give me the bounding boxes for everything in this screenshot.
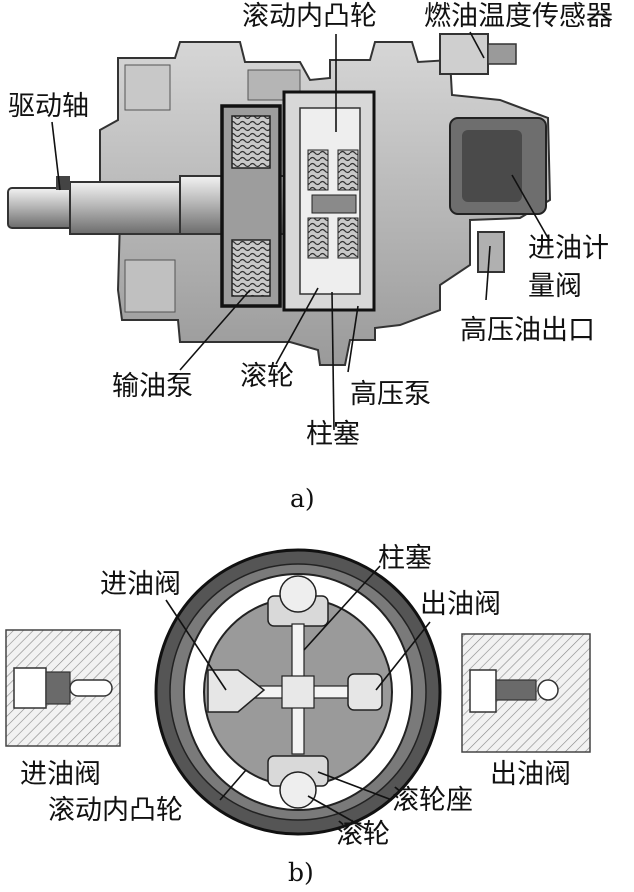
label-roller-cam-a: 滚动内凸轮: [242, 1, 377, 32]
label-hp-outlet: 高压油出口: [460, 315, 595, 346]
label-drive-shaft: 驱动轴: [8, 91, 89, 122]
fuel-temperature-sensor: [439, 33, 517, 75]
label-roller-cam-b: 滚动内凸轮: [48, 795, 183, 826]
label-metering-valve-1: 进油计: [528, 233, 609, 264]
label-inlet-valve-top: 进油阀: [100, 569, 181, 600]
label-feed-pump: 输油泵: [112, 371, 193, 402]
label-plunger-b: 柱塞: [378, 543, 432, 574]
high-pressure-pump: [282, 90, 376, 312]
fuel-metering-valve: [449, 117, 547, 215]
high-pressure-outlet: [477, 231, 505, 273]
label-roller-b: 滚轮: [336, 819, 390, 850]
leader-lines-b: [165, 565, 431, 831]
inlet-valve-detail: [5, 629, 121, 747]
label-inlet-valve-side: 进油阀: [20, 759, 101, 790]
label-outlet-valve-side: 出油阀: [490, 759, 571, 790]
caption-a: a): [290, 484, 315, 513]
label-fuel-temp-sensor: 燃油温度传感器: [424, 1, 613, 32]
leader-lines-a: [51, 31, 549, 431]
label-roller-seat: 滚轮座: [392, 785, 473, 816]
feed-pump: [220, 104, 282, 308]
label-roller-a: 滚轮: [240, 361, 294, 392]
label-plunger-a: 柱塞: [306, 419, 360, 450]
label-hp-pump: 高压泵: [350, 379, 431, 410]
outlet-valve-detail: [461, 633, 591, 753]
plunger-assembly: [207, 575, 383, 809]
label-metering-valve-2: 量阀: [528, 271, 582, 302]
caption-b: b): [288, 858, 314, 887]
label-outlet-valve-top: 出油阀: [420, 589, 501, 620]
